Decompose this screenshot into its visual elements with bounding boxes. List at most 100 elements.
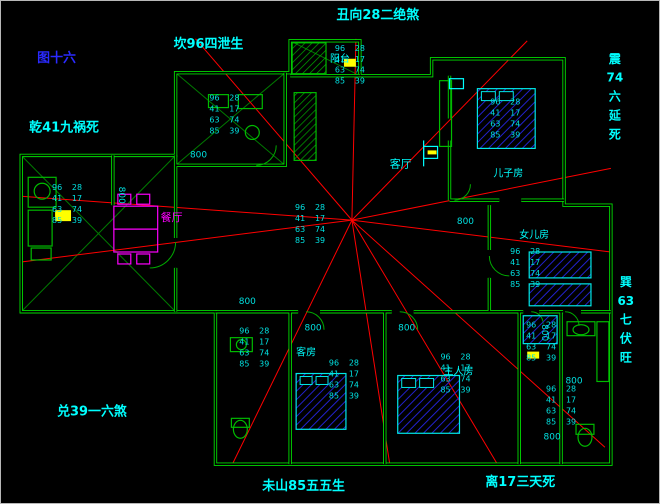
star-number-guest-room: 96 [329, 359, 339, 368]
star-number-living-center: 74 [315, 225, 325, 234]
star-number-closet: 63 [526, 343, 536, 352]
star-number-closet: 17 [546, 332, 556, 341]
star-number-bath-bottom-left: 74 [259, 349, 269, 358]
star-number-balcony: 96 [335, 44, 345, 53]
star-number-closet: 85 [526, 354, 536, 363]
star-number-bath-bottom-left: 96 [239, 327, 249, 336]
compass-right-lower: 伏 [620, 331, 632, 346]
room-label-master-room: 主人房 [444, 365, 474, 378]
star-number-bath-bottom-left: 41 [239, 338, 249, 347]
star-number-guest-room: 39 [349, 391, 359, 400]
star-number-closet: 39 [546, 354, 556, 363]
star-number-sons-room: 85 [490, 130, 500, 139]
star-number-bathroom-bottom-right: 39 [566, 417, 576, 426]
sink-icon [33, 182, 51, 200]
basin-icon [572, 324, 590, 336]
star-number-kitchen-left: 41 [52, 194, 62, 203]
star-number-bathroom-bottom-right: 63 [546, 406, 556, 415]
star-number-balcony: 74 [355, 66, 365, 75]
compass-right-upper: 震 [609, 52, 622, 66]
star-number-bathroom-bottom-right: 41 [546, 395, 556, 404]
compass-right-lower: 巽 [620, 275, 632, 289]
stove-icon [27, 209, 53, 247]
star-number-master-room: 96 [440, 353, 450, 362]
star-number-living-center: 39 [315, 236, 325, 245]
star-number-kitchen-left: 39 [72, 216, 82, 225]
dimension-label: 800 [544, 432, 561, 442]
star-number-master-room: 39 [460, 385, 470, 394]
star-number-guest-room: 74 [349, 380, 359, 389]
star-number-bath-bottom-left: 85 [239, 360, 249, 369]
star-number-guest-room: 41 [329, 370, 339, 379]
dimension-label: 800 [116, 187, 126, 204]
star-number-bath-bottom-left: 39 [259, 360, 269, 369]
beds [295, 80, 592, 434]
basin-icon [237, 94, 263, 110]
desk-daughters-room [528, 283, 592, 307]
compass-top: 丑向28二绝煞 [336, 7, 420, 23]
compass-top-left: 坎96四泄生 [174, 36, 244, 52]
star-number-sons-room: 17 [510, 109, 520, 118]
star-number-bathroom-bottom-right: 17 [566, 395, 576, 404]
star-number-balcony: 41 [335, 55, 345, 64]
pillow-icon [315, 376, 329, 385]
highlight-mark [527, 351, 540, 359]
compass-right-upper: 六 [609, 89, 621, 104]
star-number-bathroom-bottom-right: 74 [566, 406, 576, 415]
dimension-label: 800 [305, 324, 322, 334]
compass-right-lower: 63 [618, 294, 635, 308]
closet-icon [522, 315, 558, 345]
sink-icon [229, 337, 253, 353]
star-number-bathroom-top-left: 63 [209, 116, 219, 125]
cabinet-icon [293, 92, 317, 161]
star-number-daughters-room: 41 [510, 258, 520, 267]
pillow-icon [299, 376, 313, 385]
star-number-living-center: 85 [295, 236, 305, 245]
star-number-bathroom-top-left: 85 [209, 126, 219, 135]
toilet-icon [244, 124, 260, 141]
star-number-sons-room: 39 [510, 130, 520, 139]
toilet-icon [232, 419, 248, 439]
wardrobe-icon [438, 80, 453, 148]
star-number-master-room: 85 [440, 385, 450, 394]
washer-icon [27, 176, 57, 208]
star-number-guest-room: 85 [329, 391, 339, 400]
room-label-living-room: 客厅 [390, 156, 412, 170]
star-number-sons-room: 41 [490, 109, 500, 118]
fixtures [27, 42, 610, 447]
star-number-living-center: 28 [315, 203, 325, 212]
star-number-daughters-room: 17 [530, 258, 540, 267]
star-number-balcony: 17 [355, 55, 365, 64]
pillow-icon [480, 91, 496, 102]
star-number-bath-bottom-left: 63 [239, 349, 249, 358]
star-number-master-room: 63 [440, 374, 450, 383]
entry-door [423, 78, 465, 167]
dimension-label: 800 [539, 324, 549, 341]
star-number-kitchen-left: 85 [52, 216, 62, 225]
star-number-bathroom-bottom-right: 28 [566, 384, 576, 393]
star-number-master-room: 28 [460, 353, 470, 362]
chair-icon [117, 253, 132, 265]
star-number-sons-room: 28 [510, 98, 520, 107]
highlight-mark [55, 210, 72, 222]
star-number-daughters-room: 74 [530, 269, 540, 278]
star-number-bathroom-top-left: 28 [229, 94, 239, 103]
star-number-kitchen-left: 63 [52, 205, 62, 214]
star-number-kitchen-left: 74 [72, 205, 82, 214]
star-number-living-center: 41 [295, 214, 305, 223]
compass-right-upper: 74 [607, 71, 624, 85]
highlight-mark [427, 150, 437, 155]
compass-bottom-left: 兑39一六煞 [57, 403, 128, 419]
star-number-daughters-room: 96 [510, 247, 520, 256]
highlights [55, 58, 540, 359]
star-number-living-center: 96 [295, 203, 305, 212]
cistern-icon [230, 417, 250, 428]
star-number-daughters-room: 39 [530, 280, 540, 289]
bed-daughters-room [528, 251, 592, 279]
star-number-living-center: 63 [295, 225, 305, 234]
star-number-bathroom-top-left: 96 [209, 94, 219, 103]
star-number-closet: 28 [546, 321, 556, 330]
star-number-closet: 41 [526, 332, 536, 341]
